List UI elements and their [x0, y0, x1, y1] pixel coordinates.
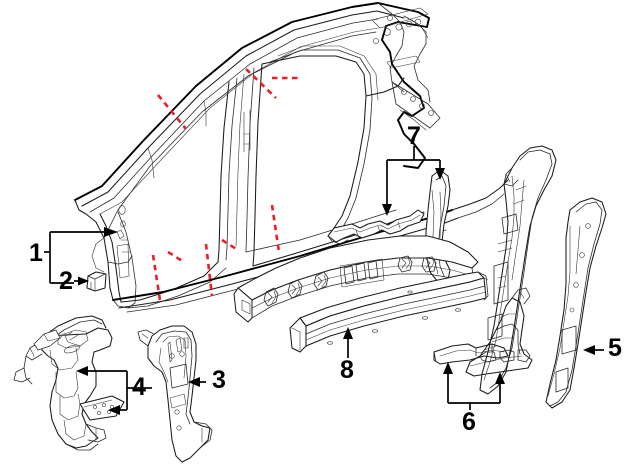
hinge-pillar-inner-assembly — [13, 315, 125, 451]
pillar-cap-plug — [86, 271, 107, 292]
callout-number-5: 5 — [608, 334, 622, 362]
callout-number-4: 4 — [132, 373, 146, 401]
rocker-upper-reinforcement — [327, 209, 425, 245]
callout-number-7: 7 — [407, 122, 421, 150]
rocker-outer-panel — [289, 271, 489, 353]
leader-4 — [76, 366, 152, 415]
rocker-rear-bracket-right — [465, 287, 533, 377]
leader-6 — [443, 362, 505, 410]
center-pillar-outer-reinforcement — [545, 197, 607, 409]
callout-number-6: 6 — [462, 408, 476, 436]
leader-8 — [343, 327, 353, 358]
leader-7 — [382, 146, 445, 216]
leader-3 — [188, 377, 206, 387]
center-pillar-inner-reinforcement — [479, 145, 557, 395]
callout-number-2: 2 — [59, 267, 73, 295]
leader-5 — [583, 345, 604, 355]
leader-1 — [44, 227, 118, 284]
callout-number-3: 3 — [212, 366, 226, 394]
callout-number-1: 1 — [29, 239, 43, 267]
leader-2 — [74, 276, 89, 286]
section-cut-marks — [151, 68, 300, 301]
callout-number-8: 8 — [340, 356, 354, 384]
hinge-pillar-reinforcement — [137, 325, 213, 463]
rocker-rear-bracket-left — [433, 343, 509, 365]
center-pillar-extension — [425, 169, 451, 283]
